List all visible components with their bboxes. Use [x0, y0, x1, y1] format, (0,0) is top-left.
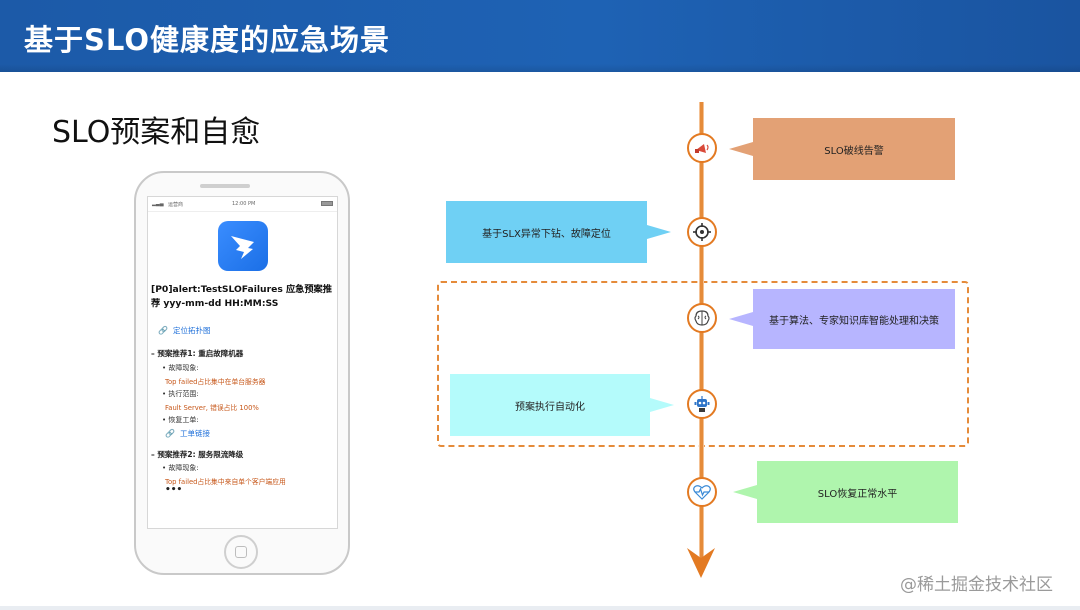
dingtalk-app-icon[interactable] — [218, 221, 268, 271]
callout-pointer — [650, 398, 674, 412]
heart-pulse-icon — [687, 477, 717, 507]
link-icon: 🔗 — [165, 429, 175, 438]
callout-automation: 预案执行自动化 — [450, 374, 674, 436]
work-order-link-label: 工单链接 — [179, 429, 210, 438]
page-title: 基于SLO健康度的应急场景 — [24, 23, 390, 57]
plan2-item1-detail: Top failed占比集中来自单个客户端应用 — [165, 478, 286, 486]
phone-home-button[interactable] — [224, 535, 258, 569]
status-time: 12:00 PM — [232, 201, 256, 207]
alarm-bell-icon — [687, 133, 717, 163]
topology-link-label: 定位拓扑图 — [172, 326, 211, 335]
bottom-divider — [0, 606, 1080, 610]
callout-drilldown: 基于SLX异常下钻、故障定位 — [446, 201, 671, 263]
callout-pointer — [729, 312, 753, 326]
signal-icon: ▂▃▄ — [152, 201, 164, 207]
battery-icon — [321, 201, 333, 206]
carrier-label: 运营商 — [168, 202, 184, 208]
topology-link[interactable]: 🔗 定位拓扑图 — [158, 325, 210, 336]
watermark: @稀土掘金技术社区 — [900, 575, 1053, 595]
callout-decision: 基于算法、专家知识库智能处理和决策 — [729, 289, 955, 349]
callout-label: 基于算法、专家知识库智能处理和决策 — [769, 315, 939, 327]
header-banner: 基于SLO健康度的应急场景 — [0, 0, 1080, 72]
plan1-item1-detail: Top failed占比集中在单台服务器 — [165, 378, 266, 386]
brain-icon — [687, 303, 717, 333]
phone-screen: ▂▃▄ 运营商 12:00 PM [P0]alert:TestSLOFailur… — [147, 196, 338, 529]
callout-label: 基于SLX异常下钻、故障定位 — [482, 228, 611, 240]
callout-pointer — [729, 142, 753, 156]
phone-speaker — [200, 184, 250, 188]
plan1-item2-label: • 执行范围: — [162, 390, 199, 398]
callout-pointer — [647, 225, 671, 239]
crosshair-target-icon — [687, 217, 717, 247]
callout-pointer — [733, 485, 757, 499]
more-ellipsis: ••• — [165, 485, 183, 495]
status-bar: ▂▃▄ 运营商 12:00 PM — [148, 197, 337, 212]
plan1-item1-label: • 故障现象: — [162, 364, 199, 372]
callout-slo-alert: SLO破线告警 — [729, 118, 955, 180]
timeline-arrowhead — [687, 548, 715, 578]
plan1-item3-label: • 恢复工单: — [162, 416, 199, 424]
callout-recovery: SLO恢复正常水平 — [733, 461, 958, 523]
alert-message-title: [P0]alert:TestSLOFailures 应急预案推荐 yyy-mm-… — [151, 284, 332, 309]
plan1-title: – 预案推荐1: 重启故障机器 — [151, 349, 244, 358]
callout-label: SLO恢复正常水平 — [817, 488, 898, 500]
link-icon: 🔗 — [158, 326, 168, 335]
callout-label: SLO破线告警 — [824, 145, 884, 157]
plan2-title: – 预案推荐2: 服务限流降级 — [151, 450, 244, 459]
work-order-link[interactable]: 🔗 工单链接 — [165, 428, 210, 439]
section-subtitle: SLO预案和自愈 — [52, 115, 261, 150]
callout-label: 预案执行自动化 — [515, 401, 585, 413]
robot-icon — [687, 389, 717, 419]
plan2-item1-label: • 故障现象: — [162, 464, 199, 472]
plan1-item2-detail: Fault Server, 错误占比 100% — [165, 404, 259, 412]
